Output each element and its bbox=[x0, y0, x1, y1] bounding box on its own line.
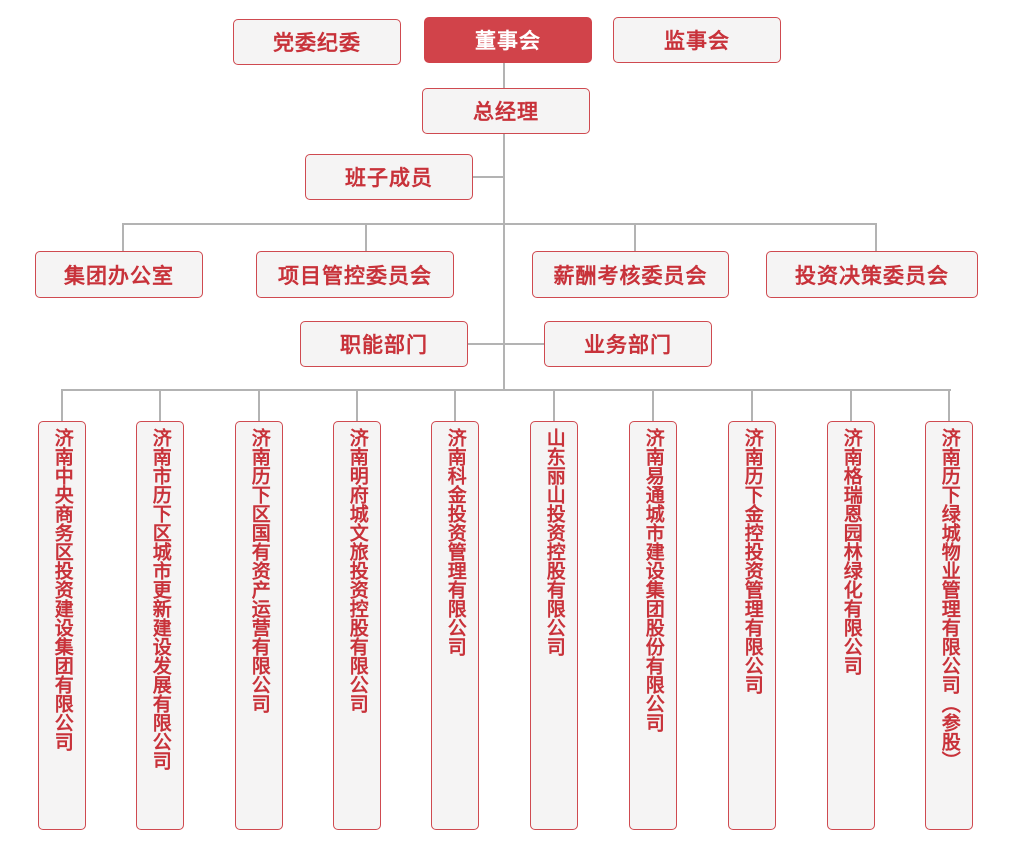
connector-company-10 bbox=[948, 389, 950, 422]
connector-committee-1 bbox=[122, 223, 124, 252]
connector-company-4 bbox=[356, 389, 358, 422]
connector-company-2 bbox=[159, 389, 161, 422]
subsidiary-company-box: 济南易通城市建设集团股份有限公司 bbox=[629, 421, 677, 830]
connector-main-trunk bbox=[503, 133, 505, 390]
subsidiary-company-box: 济南明府城文旅投资控股有限公司 bbox=[333, 421, 381, 830]
team-members-box: 班子成员 bbox=[305, 154, 473, 200]
connector-company-3 bbox=[258, 389, 260, 422]
connector-team bbox=[472, 176, 504, 178]
connector-board-gm bbox=[503, 62, 505, 89]
subsidiary-company-box: 济南市历下区城市更新建设发展有限公司 bbox=[136, 421, 184, 830]
connector-company-5 bbox=[454, 389, 456, 422]
board-of-directors-box: 董事会 bbox=[424, 17, 592, 63]
party-committee-box: 党委纪委 bbox=[233, 19, 401, 65]
connector-company-9 bbox=[850, 389, 852, 422]
connector-committee-4 bbox=[875, 223, 877, 252]
committee-box: 投资决策委员会 bbox=[766, 251, 978, 298]
subsidiary-company-box: 济南历下区国有资产运营有限公司 bbox=[235, 421, 283, 830]
committee-box: 项目管控委员会 bbox=[256, 251, 454, 298]
supervisory-board-box: 监事会 bbox=[613, 17, 781, 63]
connector-committees-bar bbox=[122, 223, 877, 225]
subsidiary-company-box: 济南历下金控投资管理有限公司 bbox=[728, 421, 776, 830]
connector-committee-3 bbox=[634, 223, 636, 252]
committee-box: 集团办公室 bbox=[35, 251, 203, 298]
connector-company-8 bbox=[751, 389, 753, 422]
subsidiary-company-box: 济南科金投资管理有限公司 bbox=[431, 421, 479, 830]
connector-company-1 bbox=[61, 389, 63, 422]
connector-committee-2 bbox=[365, 223, 367, 252]
subsidiary-company-box: 山东丽山投资控股有限公司 bbox=[530, 421, 578, 830]
subsidiary-company-box: 济南格瑞恩园林绿化有限公司 bbox=[827, 421, 875, 830]
general-manager-box: 总经理 bbox=[422, 88, 590, 134]
committee-box: 薪酬考核委员会 bbox=[532, 251, 729, 298]
business-departments-box: 业务部门 bbox=[544, 321, 712, 367]
subsidiary-company-box: 济南中央商务区投资建设集团有限公司 bbox=[38, 421, 86, 830]
connector-company-7 bbox=[652, 389, 654, 422]
connector-companies-bar bbox=[61, 389, 951, 391]
connector-company-6 bbox=[553, 389, 555, 422]
subsidiary-company-box: 济南历下绿城物业管理有限公司（参股） bbox=[925, 421, 973, 830]
functional-departments-box: 职能部门 bbox=[300, 321, 468, 367]
connector-departments bbox=[467, 343, 545, 345]
